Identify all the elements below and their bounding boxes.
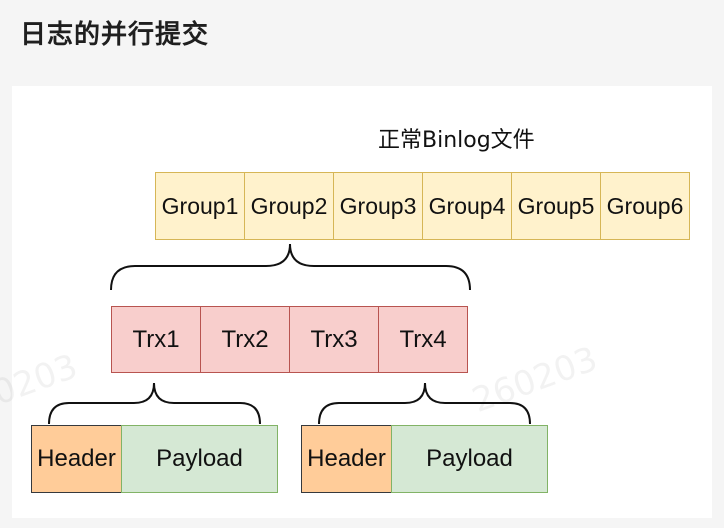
transaction-row: Trx1 Trx2 Trx3 Trx4 [111,306,468,373]
transaction-cell: Trx3 [289,306,379,373]
payload-cell: Payload [391,425,548,493]
payload-cell: Payload [121,425,278,493]
transaction-cell: Trx4 [378,306,468,373]
group-cell: Group2 [244,172,334,240]
group-cell: Group6 [600,172,690,240]
trx1-brace [48,382,261,425]
event-block-right: Header Payload [301,425,548,493]
group-cell: Group5 [511,172,601,240]
header-cell: Header [301,425,392,493]
group-brace [110,243,471,291]
event-block-left: Header Payload [31,425,278,493]
binlog-file-label: 正常Binlog文件 [378,128,535,153]
group-row: Group1 Group2 Group3 Group4 Group5 Group… [155,172,690,240]
page-title: 日志的并行提交 [20,20,210,50]
trx4-brace [318,382,531,425]
group-cell: Group3 [333,172,423,240]
transaction-cell: Trx2 [200,306,290,373]
transaction-cell: Trx1 [111,306,201,373]
group-cell: Group4 [422,172,512,240]
header-cell: Header [31,425,122,493]
